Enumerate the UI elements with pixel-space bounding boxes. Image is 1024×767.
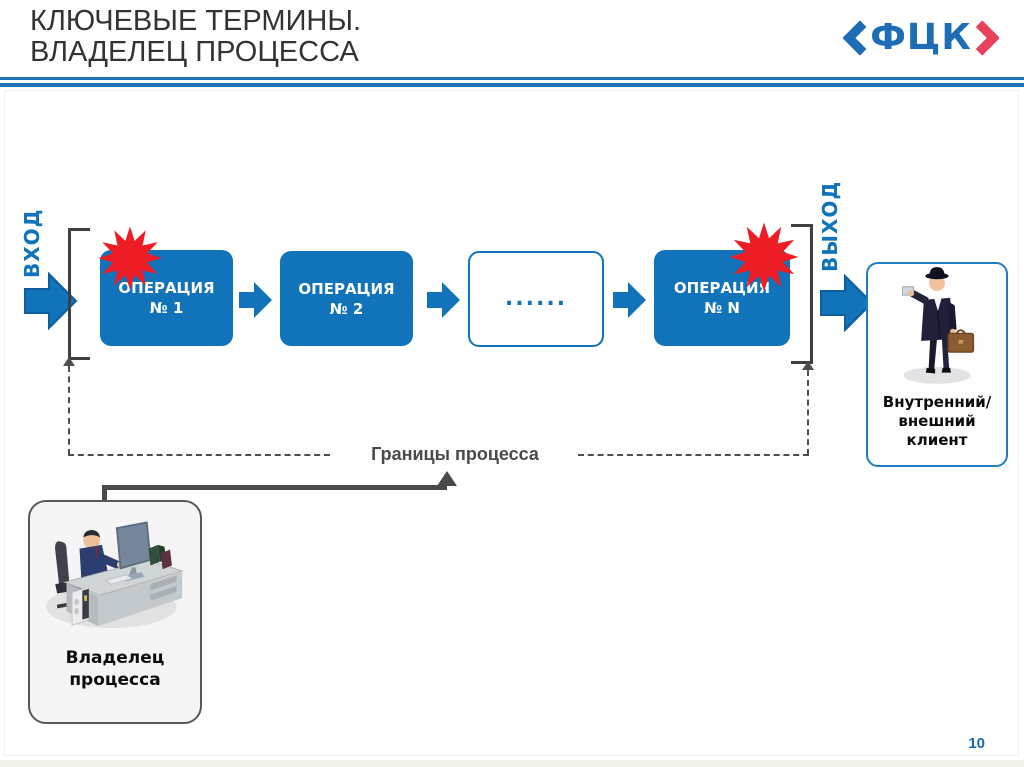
page-number: 10	[968, 735, 985, 752]
process-end-bracket	[791, 224, 813, 364]
boundary-dashed-line	[68, 366, 70, 455]
owner-connector-line	[102, 485, 107, 502]
starburst-icon	[98, 226, 162, 290]
fck-logo: ФЦК	[843, 14, 999, 62]
operation-box-n: ОПЕРАЦИЯ № N	[654, 250, 790, 346]
header-divider	[0, 77, 1024, 87]
flow-arrow-icon	[427, 282, 460, 318]
process-owner-card: Владелец процесса	[28, 500, 202, 724]
boundary-dashed-line	[68, 454, 330, 456]
owner-connector-line	[102, 485, 447, 490]
operation-box-2: ОПЕРАЦИЯ № 2	[280, 251, 413, 346]
logo-right-chevron-icon	[975, 20, 999, 56]
output-label: ВЫХОД	[818, 180, 842, 272]
operation-box-ellipsis: ......	[468, 251, 604, 347]
flow-arrow-icon	[239, 282, 272, 318]
slide-title: КЛЮЧЕВЫЕ ТЕРМИНЫ. ВЛАДЕЛЕЦ ПРОЦЕССА	[30, 5, 362, 68]
input-arrow-icon	[24, 272, 78, 330]
boundary-arrowhead-right	[802, 361, 814, 370]
starburst-icon	[729, 222, 799, 292]
process-start-bracket	[68, 228, 90, 360]
boundary-dashed-line	[807, 370, 809, 455]
boundary-dashed-line	[578, 454, 809, 456]
businessman-icon	[902, 267, 975, 384]
boundary-label: Границы процесса	[371, 444, 539, 464]
boundary-arrowhead-left	[63, 357, 75, 366]
client-label: Внутренний/ внешний клиент	[882, 393, 992, 449]
logo-left-chevron-icon	[843, 20, 867, 56]
office-worker-at-desk-icon	[45, 521, 184, 628]
process-owner-label: Владелец процесса	[65, 648, 165, 690]
client-card: Внутренний/ внешний клиент	[866, 262, 1008, 467]
output-arrow-icon	[820, 274, 874, 332]
flow-arrow-icon	[613, 282, 646, 318]
logo-text: ФЦК	[870, 17, 972, 58]
slide-bottom-edge	[0, 760, 1024, 767]
operation-box-1: ОПЕРАЦИЯ № 1	[100, 250, 233, 346]
owner-connector-arrowhead	[437, 471, 457, 486]
